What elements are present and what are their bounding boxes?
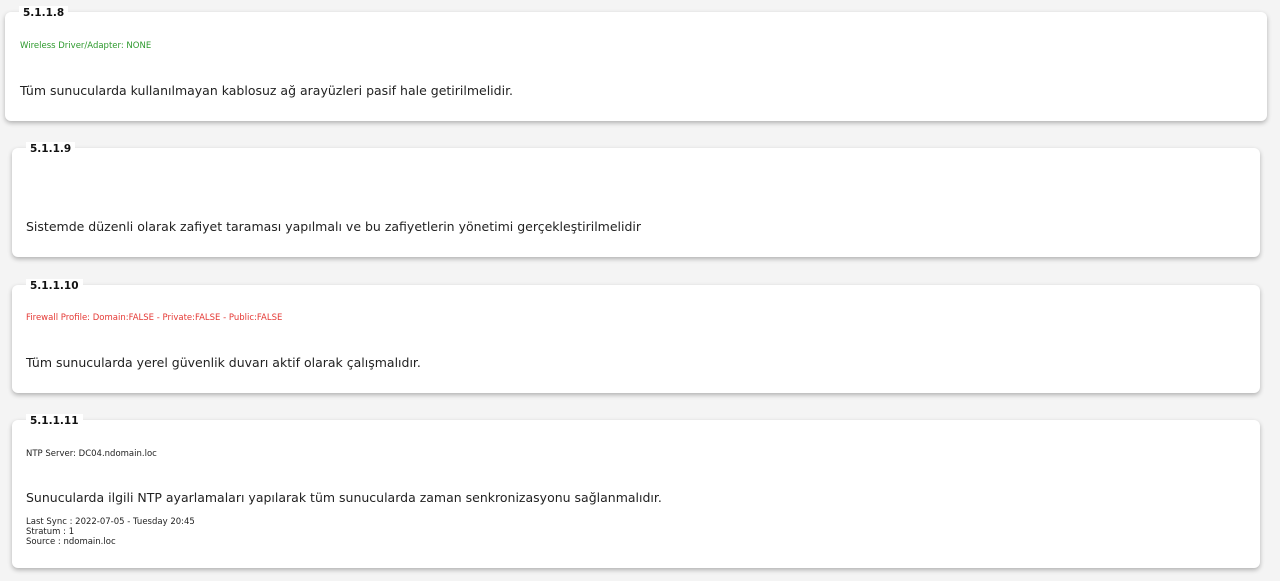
control-description: Tüm sunucularda yerel güvenlik duvarı ak… <box>26 355 421 370</box>
source-text: Source : ndomain.loc <box>26 537 116 547</box>
control-description: Sunucularda ilgili NTP ayarlamaları yapı… <box>26 490 662 505</box>
sync-details: Last Sync : 2022-07-05 - Tuesday 20:45 S… <box>26 517 195 547</box>
control-card-5-1-1-10: 5.1.1.10 Firewall Profile: Domain:FALSE … <box>12 279 1260 393</box>
control-code: 5.1.1.10 <box>26 279 83 293</box>
control-card-5-1-1-8: 5.1.1.8 Wireless Driver/Adapter: NONE Tü… <box>5 6 1267 121</box>
stratum-text: Stratum : 1 <box>26 527 75 537</box>
control-description: Tüm sunucularda kullanılmayan kablosuz a… <box>20 83 514 98</box>
control-card-5-1-1-9: 5.1.1.9 Sistemde düzenli olarak zafiyet … <box>12 142 1260 257</box>
status-text: Firewall Profile: Domain:FALSE - Private… <box>26 313 283 323</box>
control-card-5-1-1-11: 5.1.1.11 NTP Server: DC04.ndomain.loc Su… <box>12 414 1260 568</box>
control-code: 5.1.1.11 <box>26 414 83 428</box>
status-text: Wireless Driver/Adapter: NONE <box>20 41 152 51</box>
last-sync-text: Last Sync : 2022-07-05 - Tuesday 20:45 <box>26 517 195 527</box>
control-code: 5.1.1.8 <box>19 6 69 20</box>
control-code: 5.1.1.9 <box>26 142 76 156</box>
control-description: Sistemde düzenli olarak zafiyet taraması… <box>26 219 642 234</box>
status-text: NTP Server: DC04.ndomain.loc <box>26 449 157 459</box>
